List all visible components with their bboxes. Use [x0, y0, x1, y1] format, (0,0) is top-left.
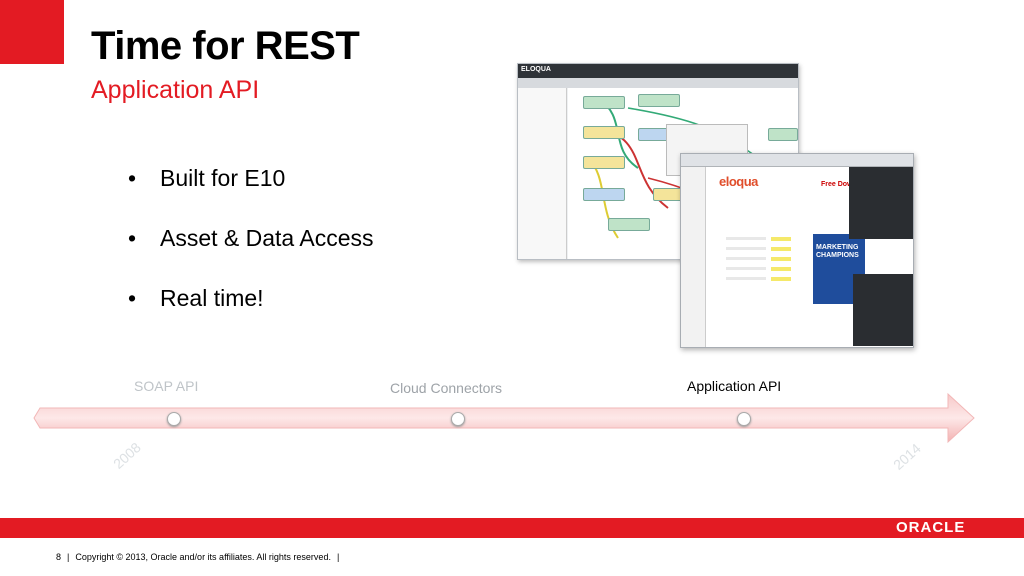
bullet-text: Built for E10	[160, 165, 286, 191]
image-browser-panel	[849, 167, 913, 239]
footer: 8|Copyright © 2013, Oracle and/or its af…	[56, 552, 340, 562]
oracle-logo: ORACLE	[896, 519, 966, 536]
milestone-label-cloud-connectors: Cloud Connectors	[390, 380, 503, 396]
layout-tools-panel	[853, 274, 913, 346]
bullet-item: •Real time!	[128, 285, 264, 311]
milestone-label-application-api: Application API	[687, 378, 782, 394]
timeline	[0, 388, 1024, 448]
slide-title: Time for REST	[91, 24, 360, 68]
app-header: ELOQUA	[518, 64, 798, 78]
landing-heading: Free Dow	[821, 181, 853, 188]
copyright-text: Copyright © 2013, Oracle and/or its affi…	[75, 552, 331, 562]
browser-chrome	[681, 154, 913, 167]
timeline-arrow	[33, 392, 975, 444]
landing-page-editor-screenshot: eloqua Free Dow MARKETING CHAMPIONS	[680, 153, 914, 348]
bullet-text: Real time!	[160, 285, 264, 311]
milestone-dot	[451, 412, 465, 426]
bullet-list: •Built for E10 •Asset & Data Access •Rea…	[128, 165, 373, 345]
milestone-dot	[167, 412, 181, 426]
milestone-dot	[737, 412, 751, 426]
slide-subtitle: Application API	[91, 76, 260, 104]
bullet-item: •Asset & Data Access	[128, 225, 374, 251]
app-logo: ELOQUA	[521, 66, 551, 73]
bullet-text: Asset & Data Access	[160, 225, 374, 251]
page-number: 8	[56, 552, 62, 562]
eloqua-logo: eloqua	[719, 174, 758, 189]
bullet-item: •Built for E10	[128, 165, 286, 191]
milestone-label-soap-api: SOAP API	[134, 378, 199, 394]
editor-toolbox	[681, 167, 706, 347]
footer-red-bar	[0, 518, 1024, 538]
red-corner-block	[0, 0, 64, 64]
app-toolbar	[518, 78, 798, 88]
book-title: MARKETING CHAMPIONS	[816, 244, 859, 259]
element-sidebar	[518, 88, 567, 259]
